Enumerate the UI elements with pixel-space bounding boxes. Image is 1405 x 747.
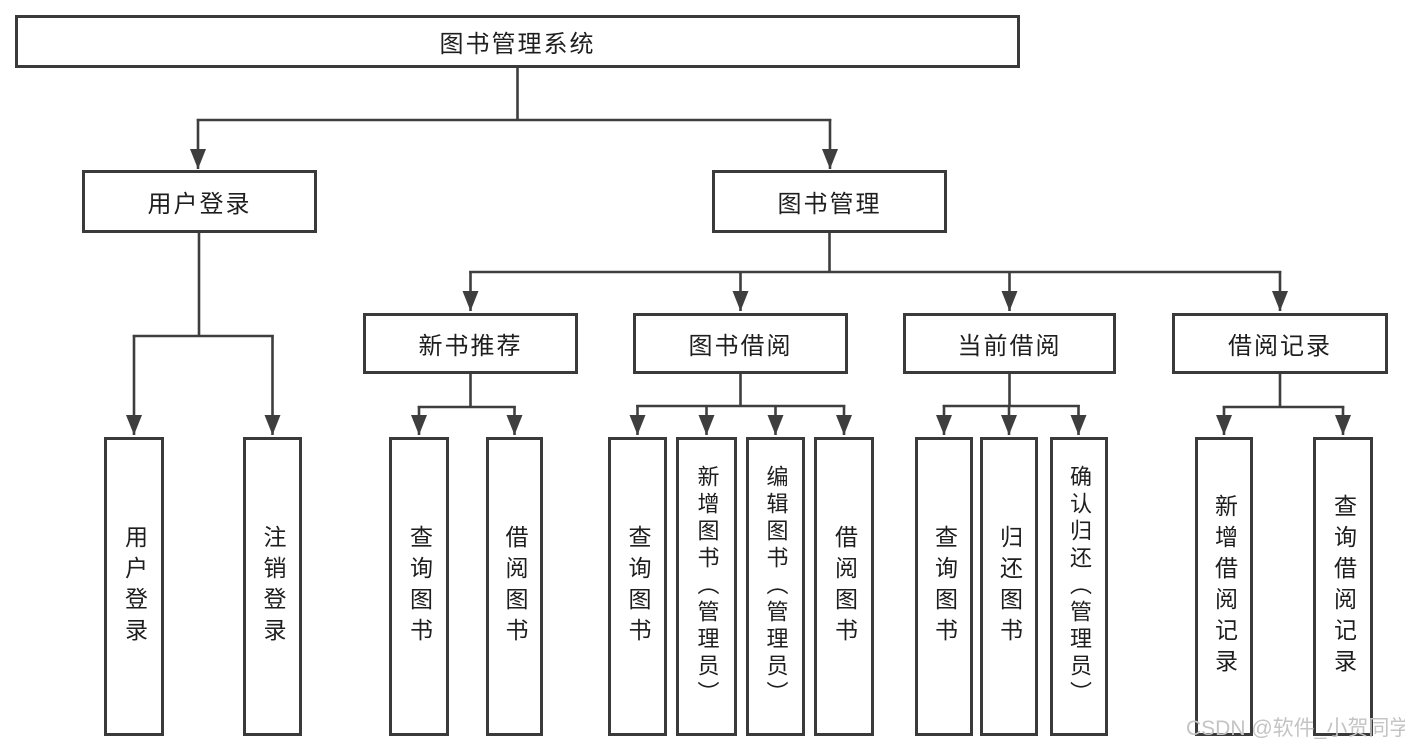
node-book-borrow-label: 图书借阅 bbox=[688, 333, 793, 360]
connector-group bbox=[126, 68, 1351, 435]
leaf-records-query-record-label: 查询借阅记录 bbox=[1330, 493, 1357, 680]
node-new-book-recommend: 新书推荐 bbox=[363, 313, 578, 374]
leaf-current-return-books: 归还图书 bbox=[980, 437, 1038, 736]
leaf-borrow-query-books: 查询图书 bbox=[608, 437, 667, 736]
leaf-newrec-query-books-label: 查询图书 bbox=[406, 524, 433, 649]
leaf-borrow-edit-books-admin-label: 编辑图书（管理员） bbox=[763, 465, 789, 708]
leaf-borrow-add-books-admin-label: 新增图书（管理员） bbox=[694, 465, 720, 708]
leaf-borrow-borrow-books-label: 借阅图书 bbox=[831, 524, 858, 649]
leaf-borrow-edit-books-admin: 编辑图书（管理员） bbox=[746, 437, 805, 736]
node-current-borrow: 当前借阅 bbox=[903, 313, 1116, 374]
leaf-records-add-record: 新增借阅记录 bbox=[1195, 437, 1253, 736]
node-user-login-label: 用户登录 bbox=[147, 191, 252, 218]
leaf-current-query-books: 查询图书 bbox=[915, 437, 973, 736]
leaf-logout: 注销登录 bbox=[243, 437, 302, 736]
leaf-current-confirm-return-admin: 确认归还（管理员） bbox=[1050, 437, 1108, 736]
node-current-borrow-label: 当前借阅 bbox=[957, 333, 1062, 360]
leaf-current-query-books-label: 查询图书 bbox=[931, 524, 958, 649]
leaf-records-add-record-label: 新增借阅记录 bbox=[1211, 493, 1238, 680]
leaf-borrow-borrow-books: 借阅图书 bbox=[814, 437, 874, 736]
leaf-user-login-label: 用户登录 bbox=[121, 524, 148, 649]
node-borrow-records-label: 借阅记录 bbox=[1228, 333, 1332, 360]
leaf-newrec-borrow-books: 借阅图书 bbox=[486, 437, 543, 736]
leaf-borrow-query-books-label: 查询图书 bbox=[625, 524, 651, 649]
node-book-borrow: 图书借阅 bbox=[633, 313, 848, 374]
leaf-logout-label: 注销登录 bbox=[260, 524, 286, 649]
leaf-current-return-books-label: 归还图书 bbox=[996, 524, 1023, 649]
leaf-current-confirm-return-admin-label: 确认归还（管理员） bbox=[1067, 465, 1092, 708]
node-user-login: 用户登录 bbox=[82, 170, 317, 233]
node-root: 图书管理系统 bbox=[15, 15, 1020, 68]
node-book-management: 图书管理 bbox=[712, 170, 947, 233]
node-root-label: 图书管理系统 bbox=[439, 31, 596, 58]
leaf-newrec-query-books: 查询图书 bbox=[389, 437, 449, 736]
leaf-borrow-add-books-admin: 新增图书（管理员） bbox=[676, 437, 737, 736]
node-new-book-recommend-label: 新书推荐 bbox=[418, 333, 523, 360]
leaf-newrec-borrow-books-label: 借阅图书 bbox=[502, 524, 528, 649]
leaf-records-query-record: 查询借阅记录 bbox=[1313, 437, 1373, 736]
node-book-management-label: 图书管理 bbox=[777, 191, 882, 218]
leaf-user-login: 用户登录 bbox=[104, 437, 164, 736]
watermark: CSDN @软件_小贺同学 bbox=[1186, 717, 1405, 740]
node-borrow-records: 借阅记录 bbox=[1172, 313, 1388, 374]
